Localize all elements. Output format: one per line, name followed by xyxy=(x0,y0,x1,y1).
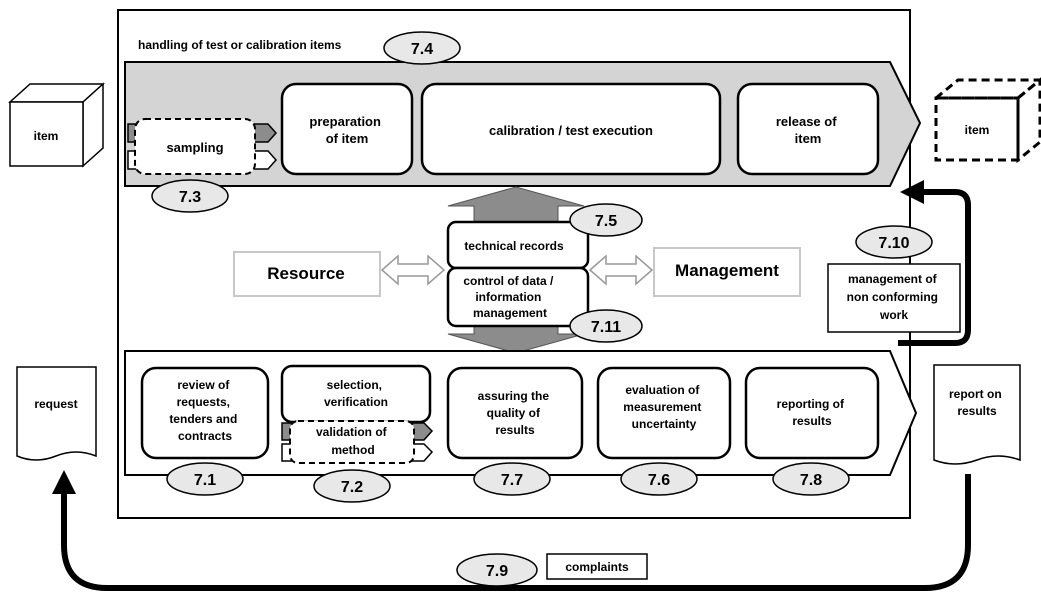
clause-7-4: 7.4 xyxy=(411,41,433,58)
technical-records-label: technical records xyxy=(464,239,564,253)
evaluation-line: evaluation of xyxy=(625,383,700,397)
item-cube-in xyxy=(8,82,105,168)
item-in-label: item xyxy=(34,129,59,143)
management-double-arrow xyxy=(588,254,654,286)
nonconforming-line: non conforming xyxy=(847,290,938,304)
report-document xyxy=(933,364,1021,465)
release-line: item xyxy=(795,131,822,146)
selection-label: selection, verification xyxy=(324,378,388,409)
preparation-line: of item xyxy=(326,131,369,146)
control-data-line: control of data / xyxy=(463,274,554,288)
sampling-box xyxy=(134,118,256,175)
management-box xyxy=(653,247,801,297)
report-line: report on xyxy=(949,387,1002,401)
main-frame-title: handling of test or calibration items xyxy=(138,38,342,52)
selection-box xyxy=(280,364,432,424)
clause-7-7-ellipse xyxy=(473,462,551,496)
sampling-label: sampling xyxy=(166,140,223,155)
report-line: results xyxy=(957,404,997,418)
clause-7-9: 7.9 xyxy=(486,563,508,580)
preparation-box xyxy=(280,82,414,176)
assuring-line: results xyxy=(495,423,535,437)
validation-label: validation of method xyxy=(316,425,390,457)
clause-7-1-ellipse xyxy=(166,462,244,496)
release-line: release of xyxy=(776,114,837,129)
selection-line: selection, xyxy=(327,378,382,392)
clause-7-5: 7.5 xyxy=(595,213,617,230)
control-data-label: control of data / information management xyxy=(463,274,556,320)
clause-7-8: 7.8 xyxy=(800,472,822,489)
assuring-line: quality of xyxy=(487,406,541,420)
clause-7-7: 7.7 xyxy=(501,472,523,489)
item-cube-out xyxy=(931,77,1041,164)
clause-7-10-ellipse xyxy=(855,225,933,259)
control-data-box xyxy=(446,266,590,328)
item-out-label: item xyxy=(965,123,990,137)
resource-box xyxy=(233,251,381,297)
validation-box xyxy=(289,420,415,464)
release-label: release of item xyxy=(776,114,840,146)
report-label: report on results xyxy=(949,387,1005,418)
preparation-line: preparation xyxy=(309,114,381,129)
nonconforming-line: management of xyxy=(848,272,938,286)
selection-line: verification xyxy=(324,395,388,409)
assuring-box xyxy=(446,366,584,460)
nonconforming-label: management of non conforming work xyxy=(847,272,942,322)
clause-7-11: 7.11 xyxy=(591,319,621,336)
resource-label: Resource xyxy=(267,264,344,283)
assuring-line: assuring the xyxy=(478,389,550,403)
execution-box xyxy=(420,82,722,176)
clause-7-3: 7.3 xyxy=(179,189,201,206)
clause-7-10: 7.10 xyxy=(878,235,909,252)
reporting-line: results xyxy=(792,414,832,428)
control-data-line: information xyxy=(475,290,541,304)
clause-7-2: 7.2 xyxy=(341,479,363,496)
resource-double-arrow xyxy=(380,254,446,286)
complaints-feedback-arrow xyxy=(52,470,971,591)
control-data-line: management xyxy=(473,306,547,320)
evaluation-box xyxy=(596,366,732,460)
reporting-line: reporting of xyxy=(777,397,845,411)
review-label: review of requests, tenders and contract… xyxy=(169,378,240,443)
review-box xyxy=(140,366,270,460)
evaluation-line: measurement xyxy=(623,400,701,414)
nonconforming-line: work xyxy=(879,308,908,322)
complaints-label: complaints xyxy=(565,560,629,574)
evaluation-line: uncertainty xyxy=(632,417,697,431)
complaints-box xyxy=(546,553,648,580)
request-label: request xyxy=(34,397,77,411)
execution-label: calibration / test execution xyxy=(489,123,653,138)
validation-line: validation of xyxy=(316,425,388,439)
nonconforming-feedback-arrow xyxy=(898,180,971,346)
reporting-label: reporting of results xyxy=(777,397,848,428)
review-line: contracts xyxy=(178,429,232,443)
review-line: review of xyxy=(177,378,230,392)
request-document xyxy=(16,366,97,461)
clause-7-8-ellipse xyxy=(772,462,850,496)
clause-7-11-ellipse xyxy=(569,309,643,343)
validation-line: method xyxy=(331,443,374,457)
clause-7-4-ellipse xyxy=(383,31,461,65)
release-box xyxy=(736,82,880,176)
clause-7-5-ellipse xyxy=(569,203,643,237)
management-label: Management xyxy=(675,261,779,280)
clause-7-2-ellipse xyxy=(313,469,391,503)
clause-7-1: 7.1 xyxy=(194,472,216,489)
clause-7-3-ellipse xyxy=(151,179,229,213)
center-up-arrow xyxy=(447,186,585,223)
reporting-box xyxy=(744,366,880,460)
review-line: tenders and xyxy=(169,412,237,426)
clause-7-6-ellipse xyxy=(620,462,698,496)
assuring-label: assuring the quality of results xyxy=(478,389,553,437)
preparation-label: preparation of item xyxy=(309,114,384,146)
clause-7-9-ellipse xyxy=(456,553,538,587)
clause-7-6: 7.6 xyxy=(648,472,670,489)
nonconforming-box xyxy=(827,263,961,333)
review-line: requests, xyxy=(177,395,230,409)
evaluation-label: evaluation of measurement uncertainty xyxy=(623,383,704,431)
